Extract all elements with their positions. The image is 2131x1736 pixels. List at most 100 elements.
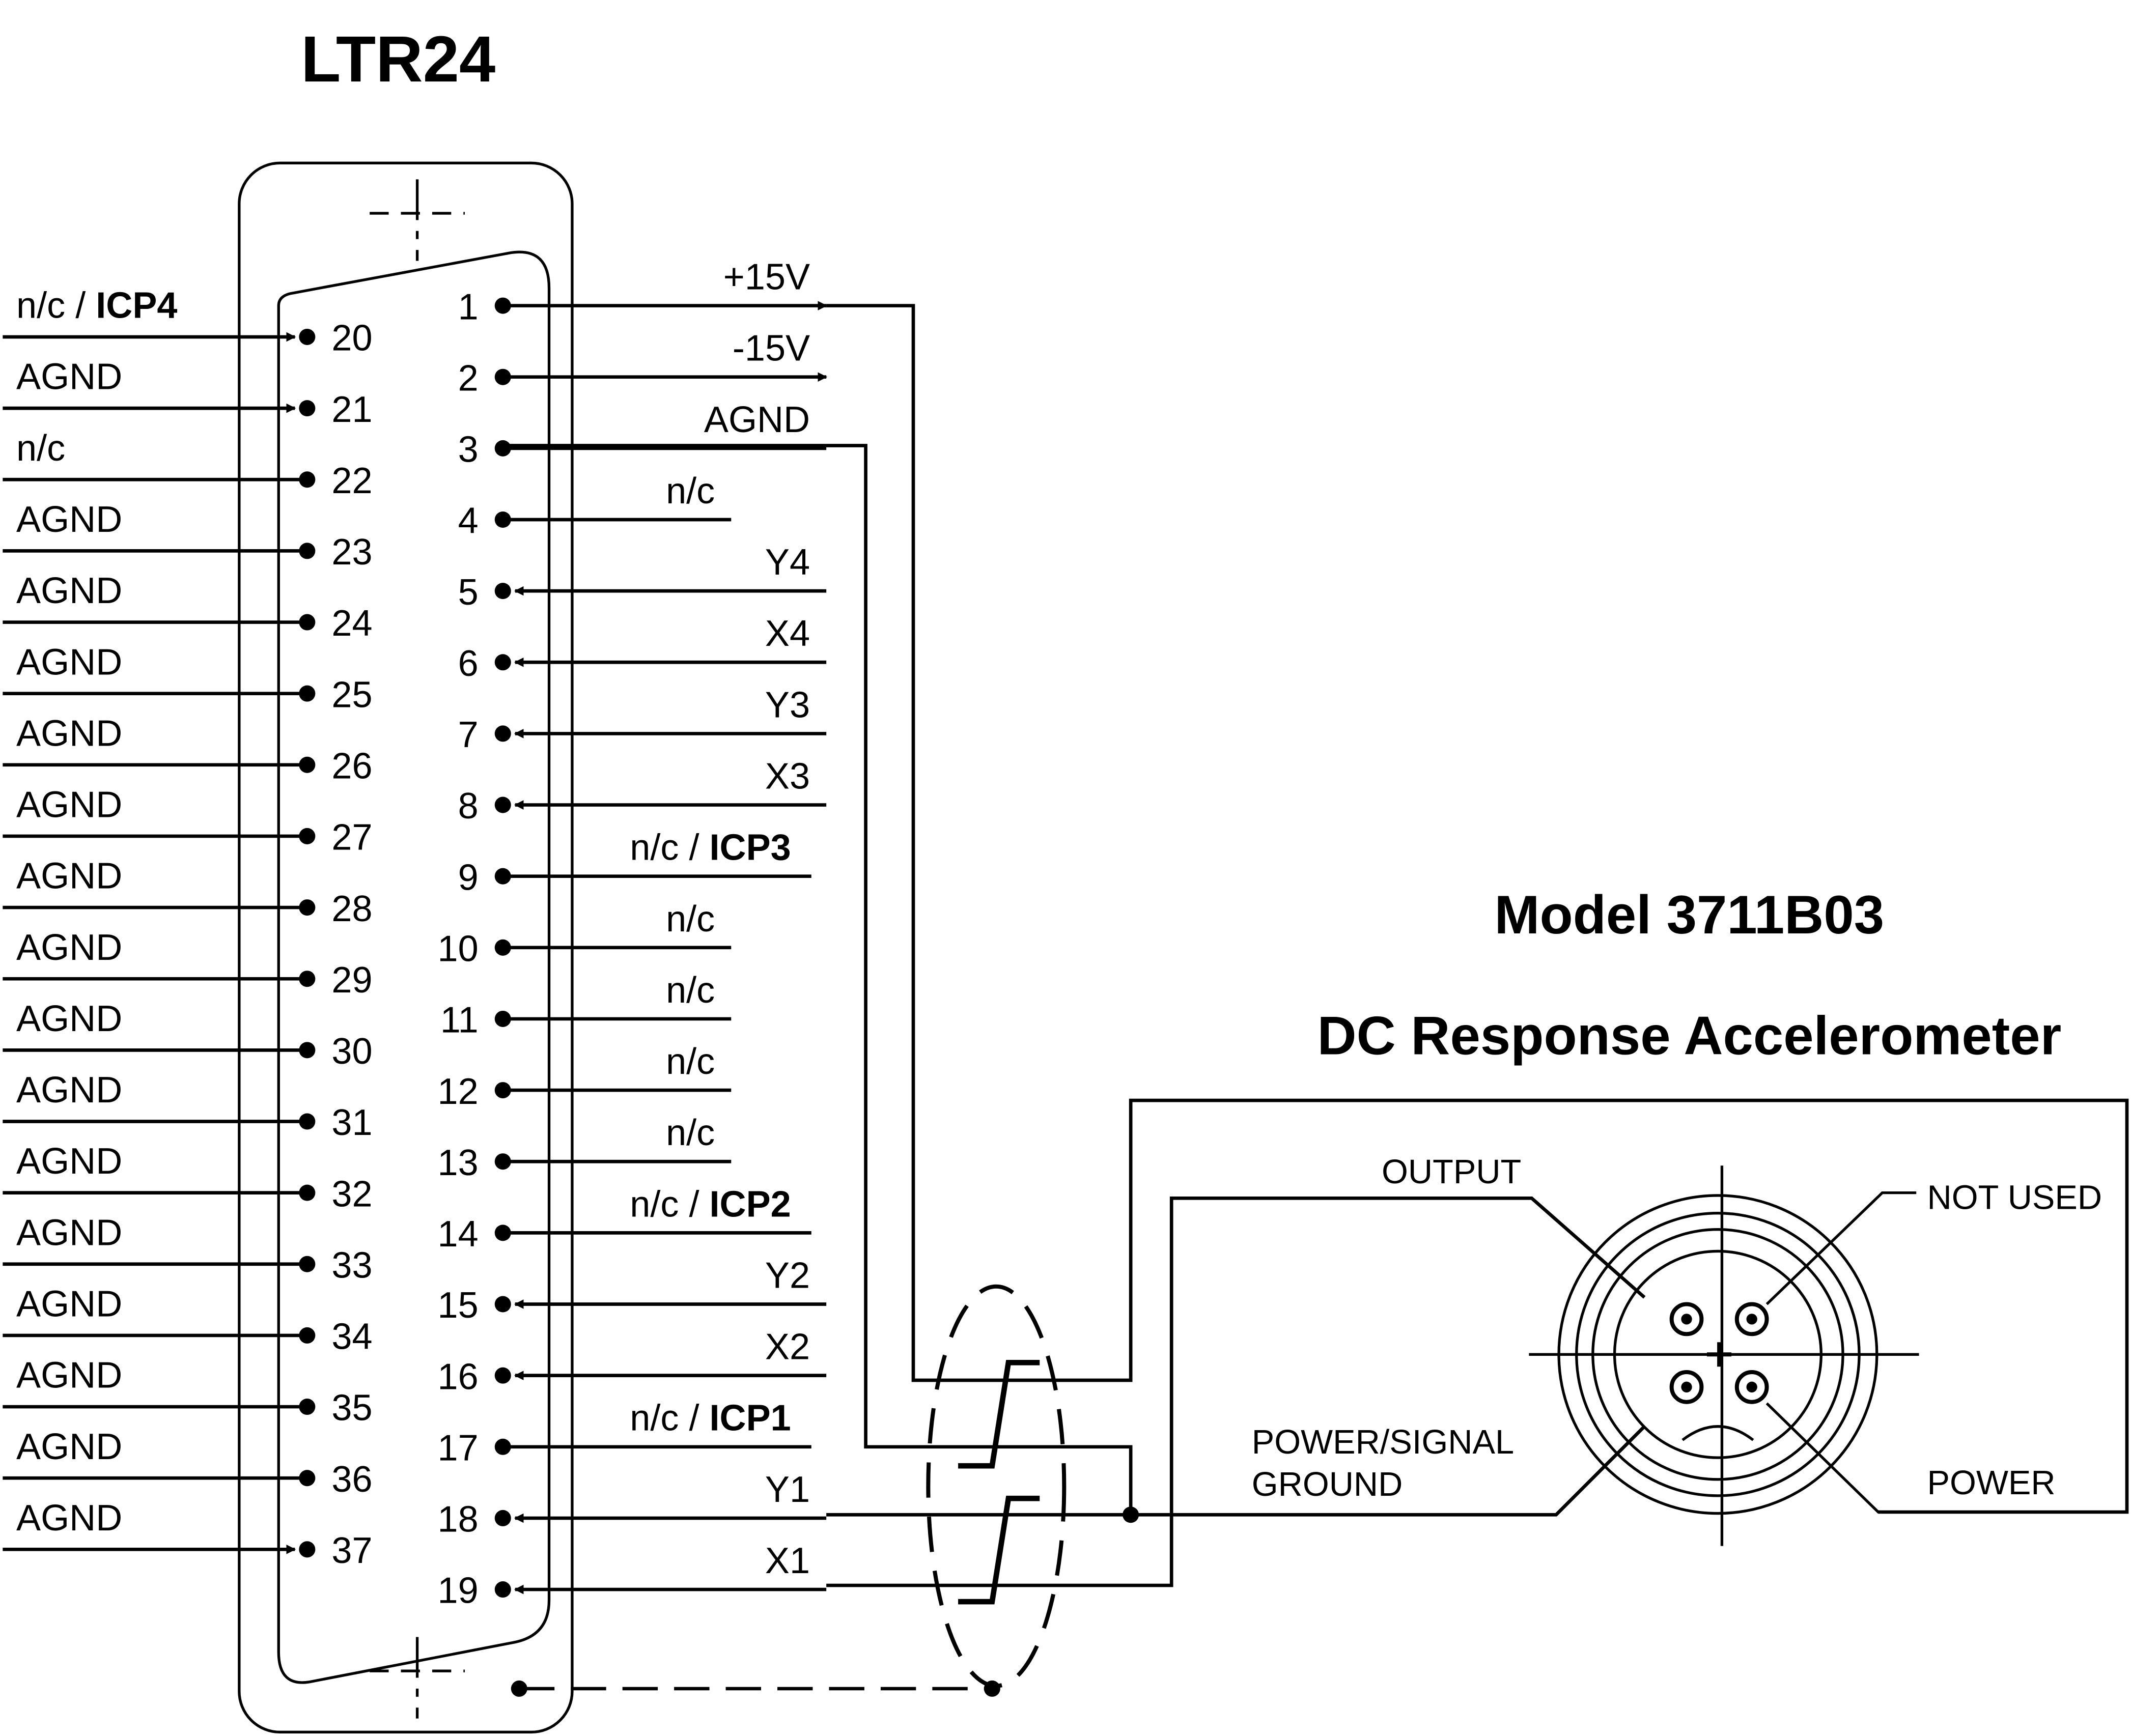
pin-8: 8 X3 <box>458 756 827 827</box>
pin-label: n/c / ICP4 <box>16 286 177 326</box>
pin-label: AGND <box>16 1498 122 1539</box>
pin-label: +15V <box>723 257 810 298</box>
pin-number: 19 <box>438 1571 479 1611</box>
pin-label-bold: ICP2 <box>710 1184 791 1225</box>
pin-number: 13 <box>438 1143 479 1183</box>
pin-32: 32 AGND <box>3 1141 373 1214</box>
pin-dot <box>299 400 316 417</box>
pin-label: Y1 <box>765 1469 810 1510</box>
pin-number: 14 <box>438 1214 479 1255</box>
pin-label-bold: ICP4 <box>96 286 177 326</box>
pin-number: 8 <box>458 786 479 827</box>
pin-label: n/c <box>666 899 715 940</box>
pin-label: AGND <box>16 1212 122 1253</box>
pin-17: 17n/c / ICP1 <box>438 1398 811 1468</box>
wire-y1-ground <box>826 1425 1646 1517</box>
pin-label: -15V <box>733 328 810 369</box>
pin-number: 18 <box>438 1499 479 1540</box>
pin-13: 13n/c <box>438 1113 732 1183</box>
pin-dot <box>494 1581 511 1598</box>
pin-dot <box>494 583 511 600</box>
pin-label-bold: ICP1 <box>710 1398 791 1439</box>
pin-number: 23 <box>331 532 372 573</box>
sensor-title-line1: Model 3711B03 <box>1495 884 1885 945</box>
pin-dot <box>494 654 511 671</box>
pin-dot <box>494 796 511 813</box>
drain-dot-left <box>511 1680 527 1697</box>
pin-number: 35 <box>331 1388 372 1429</box>
pin-number: 7 <box>458 715 479 755</box>
pin-label: AGND <box>16 1284 122 1325</box>
sensor-key-notch <box>1681 1425 1754 1441</box>
shield-ellipse <box>926 1284 1067 1688</box>
sensor-title-line2: DC Response Accelerometer <box>1317 1005 2061 1066</box>
pin-dot <box>494 725 511 742</box>
pin-label: X4 <box>765 613 810 654</box>
pin-number: 34 <box>331 1317 372 1357</box>
leader-not-used <box>1765 1191 1917 1305</box>
pin-dot <box>494 1510 511 1526</box>
pin-label: n/c <box>666 1041 715 1082</box>
pin-dot <box>299 1541 316 1558</box>
pin-12: 12n/c <box>438 1041 732 1112</box>
pin-label: AGND <box>16 1141 122 1182</box>
pin-35: 35 AGND <box>3 1355 373 1429</box>
leader-power <box>1765 1402 1917 1514</box>
pin-label: AGND <box>16 1355 122 1396</box>
sensor-ring-2 <box>1575 1211 1861 1497</box>
pin-number: 29 <box>331 960 372 1001</box>
pin-20: 20 n/c / ICP4 <box>3 286 373 359</box>
pin-label: AGND <box>16 856 122 897</box>
pin-number: 4 <box>458 501 479 542</box>
pin-number: 25 <box>331 674 372 715</box>
pin-number: 32 <box>331 1174 372 1214</box>
pin-dot <box>494 1367 511 1384</box>
pin-number: 27 <box>331 817 372 858</box>
left-pin-column: 20n/c / ICP421AGND22n/c23AGND24AGND25AGN… <box>3 286 373 1571</box>
pin-label: AGND <box>16 713 122 754</box>
pin-number: 20 <box>331 318 372 359</box>
pin-dot <box>299 328 316 345</box>
pin-number: 2 <box>458 358 479 399</box>
pin-dot <box>494 1296 511 1313</box>
pin-5: 5Y4 <box>458 542 827 613</box>
pin-number: 26 <box>331 746 372 787</box>
pin-number: 33 <box>331 1245 372 1286</box>
pin-18: 18 Y1 <box>438 1469 827 1540</box>
pin-number: 24 <box>331 603 372 644</box>
pin-number: 6 <box>458 643 479 684</box>
pin-label: AGND <box>16 999 122 1039</box>
pin-6: 6 X4 <box>458 613 827 684</box>
pin-1: 1 +15V <box>458 257 828 327</box>
pin-number: 1 <box>458 287 479 327</box>
sensor-label-not-used: NOT USED <box>1927 1179 2102 1217</box>
pin-10: 10n/c <box>438 899 732 970</box>
sensor-ring-outer <box>1557 1194 1878 1515</box>
sensor-label-power: POWER <box>1927 1464 2056 1502</box>
pin-11: 11n/c <box>440 970 732 1041</box>
connector-title: LTR24 <box>301 23 495 96</box>
pin-label: X3 <box>765 756 810 797</box>
pin-4: 4n/c <box>458 471 732 542</box>
pin-label: Y4 <box>765 542 810 583</box>
pin-label: n/c / ICP3 <box>630 828 791 868</box>
shield-twist-2 <box>958 1495 1040 1605</box>
pin-label: n/c <box>666 970 715 1011</box>
pin-number: 36 <box>331 1459 372 1500</box>
pin-number: 17 <box>438 1428 479 1468</box>
pin-label: X2 <box>765 1327 810 1368</box>
